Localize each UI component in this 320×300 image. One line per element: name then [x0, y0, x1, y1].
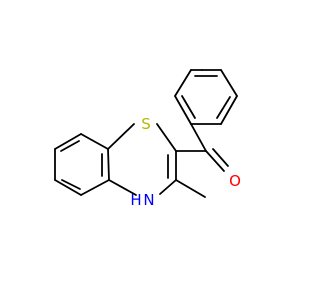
nitrogen-atom-label: N	[143, 191, 154, 209]
bond	[156, 123, 177, 152]
double-bond	[216, 96, 231, 119]
bond	[107, 123, 135, 150]
molecule-drawing: S O N H	[54, 69, 241, 209]
structure-canvas: S O N H	[54, 69, 241, 209]
carbonyl-group	[175, 123, 229, 172]
oxygen-atom-label: O	[229, 172, 241, 190]
bond	[107, 148, 110, 181]
bond	[80, 179, 110, 196]
bond	[174, 69, 192, 97]
bond	[220, 95, 238, 125]
bond	[205, 150, 225, 172]
thiazine-ring	[107, 123, 206, 198]
double-bond	[60, 140, 80, 152]
bond	[108, 179, 137, 196]
double-bond	[61, 179, 81, 190]
nitrogen-hydrogen-label: H	[130, 191, 141, 209]
bond	[54, 179, 82, 196]
double-bond	[181, 95, 196, 119]
bond	[220, 69, 238, 97]
phenyl-ring	[174, 69, 238, 125]
methyl-bond	[175, 179, 206, 198]
bond	[54, 133, 82, 150]
bond	[190, 123, 207, 152]
double-bond	[212, 148, 229, 167]
bond	[80, 133, 109, 150]
sulfur-atom-label: S	[141, 115, 151, 133]
bond	[159, 179, 177, 195]
benzene-ring	[54, 133, 110, 196]
bond	[174, 95, 192, 125]
